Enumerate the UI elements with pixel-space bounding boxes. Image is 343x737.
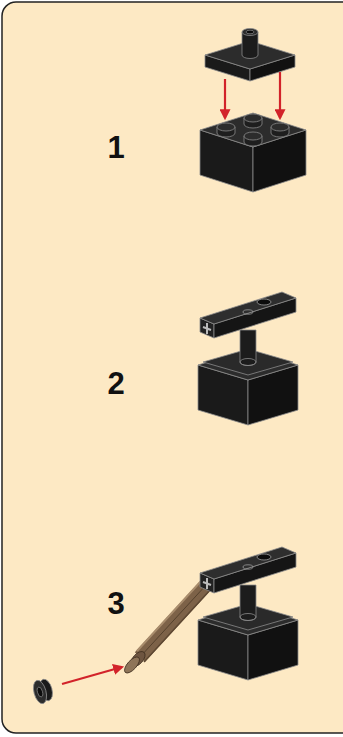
step-number: 1	[107, 132, 124, 163]
brick-assembly	[198, 292, 298, 425]
bush	[31, 678, 55, 705]
placement-arrow	[62, 667, 122, 684]
plate-with-pin	[205, 29, 295, 82]
step-number: 2	[107, 368, 124, 399]
brick-assembly	[198, 547, 298, 680]
step-number: 3	[107, 588, 124, 619]
brick-2x2	[200, 113, 306, 192]
placement-arrow	[225, 72, 280, 118]
